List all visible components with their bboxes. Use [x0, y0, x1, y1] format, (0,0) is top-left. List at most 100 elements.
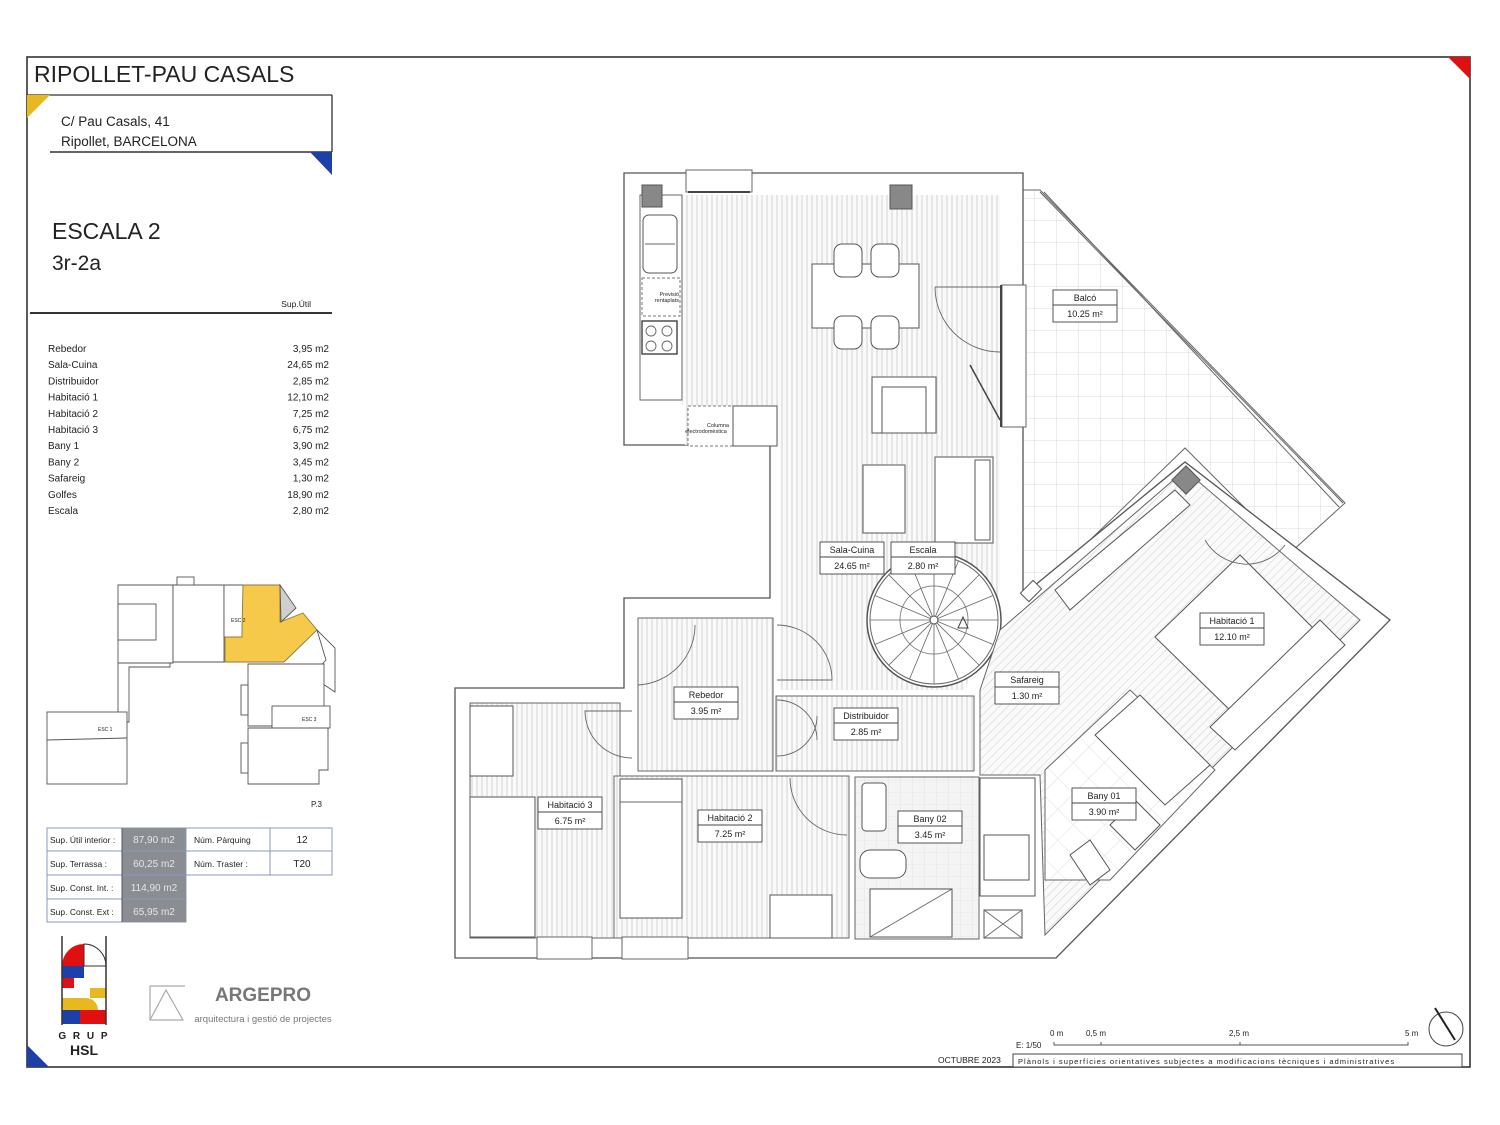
- project-title: RIPOLLET-PAU CASALS: [34, 61, 294, 87]
- bed-2-icon: [619, 778, 683, 919]
- summary-value-const-ext: 65,95 m2: [133, 907, 175, 918]
- bathroom-1-toilet-icon: [1069, 839, 1111, 886]
- dining-table-icon: [811, 243, 920, 350]
- surface-room-area: 24,65 m2: [287, 360, 329, 371]
- surface-room-area: 2,85 m2: [293, 376, 330, 387]
- dishwasher-note-2: rentaplats: [655, 298, 679, 304]
- surface-room-area: 7,25 m2: [293, 409, 330, 420]
- key-plan-esc2: ESC 2: [231, 618, 246, 624]
- north-arrow-icon: [1428, 1007, 1464, 1047]
- bathroom-2-sink-icon: [861, 782, 887, 832]
- room-label: Bany 013.90 m²: [1071, 787, 1137, 821]
- bathtub-icon: [1094, 694, 1211, 806]
- argepro-tagline: arquitectura i gestió de projectes: [194, 1014, 332, 1025]
- scale-bar: [1053, 1042, 1409, 1046]
- room-name: Habitació 3: [547, 800, 592, 810]
- stair-tread: [888, 574, 932, 618]
- floor-plan: Previsió rentaplats Columna electrodomès…: [454, 169, 1391, 960]
- stair-tread: [888, 622, 932, 666]
- surface-room-name: Golfes: [48, 490, 77, 501]
- stair-tread: [937, 621, 994, 645]
- toilet-icon: [859, 849, 907, 879]
- room-name: Habitació 2: [707, 813, 752, 823]
- surface-room-name: Habitació 2: [48, 409, 98, 420]
- room-name: Rebedor: [689, 690, 724, 700]
- unit-label: 3r-2a: [52, 252, 101, 275]
- hob-icon: [641, 320, 678, 355]
- parking-value: 12: [296, 835, 308, 846]
- room-name: Sala-Cuina: [830, 545, 875, 555]
- room-label: Sala-Cuina 24.65 m²: [819, 541, 885, 575]
- room-name: Bany 01: [1087, 791, 1120, 801]
- address-street: C/ Pau Casals, 41: [61, 114, 170, 129]
- address-city: Ripollet, BARCELONA: [61, 134, 197, 149]
- room-area: 7.25 m²: [715, 829, 746, 839]
- surface-room-name: Safareig: [48, 474, 85, 485]
- wardrobe-icon: [1054, 489, 1191, 611]
- room-area: 12.10 m²: [1214, 632, 1250, 642]
- surface-room-name: Habitació 1: [48, 393, 98, 404]
- surface-column-header: Sup.Útil: [281, 299, 311, 309]
- surface-room-area: 2,80 m2: [293, 506, 330, 517]
- surface-room-name: Habitació 3: [48, 425, 98, 436]
- room-label: Habitació 3 6.75 m²: [537, 796, 603, 830]
- summary-label-const-ext: Sup. Const. Ext :: [50, 907, 114, 917]
- key-plan-esc1: ESC 1: [98, 727, 113, 733]
- room-label: Bany 023.45 m²: [897, 810, 963, 844]
- room-area: 6.75 m²: [555, 816, 586, 826]
- corner-flag-blue: [27, 1045, 49, 1067]
- grup-hsl-logo: [61, 936, 107, 1025]
- stair-tread: [935, 623, 959, 680]
- key-plan: [46, 576, 336, 785]
- grup-hsl-text2: HSL: [70, 1042, 98, 1058]
- scale-tick-25: 2,5 m: [1229, 1029, 1249, 1038]
- surface-room-name: Rebedor: [48, 344, 87, 355]
- surface-room-area: 18,90 m2: [287, 490, 329, 501]
- footer-date: OCTUBRE 2023: [938, 1055, 1001, 1065]
- surface-room-name: Bany 2: [48, 457, 80, 468]
- parking-label: Núm. Pàrquing: [194, 835, 251, 845]
- appliance-column-note-1: Columna: [707, 423, 730, 429]
- surface-room-area: 3,45 m2: [293, 457, 330, 468]
- bed-3-icon: [469, 796, 536, 938]
- surface-room-area: 3,90 m2: [293, 441, 330, 452]
- summary-table: [46, 827, 333, 923]
- summary-value-const-int: 114,90 m2: [131, 883, 178, 894]
- room-name: Balcó: [1074, 293, 1097, 303]
- footer-disclaimer: Plànols i superfícies orientatives subje…: [1018, 1057, 1395, 1066]
- summary-label-terrassa: Sup. Terrassa :: [50, 859, 107, 869]
- dishwasher-note-1: Previsió: [659, 292, 679, 298]
- stair-tread: [874, 621, 931, 645]
- storage-value: T20: [293, 859, 311, 870]
- surface-room-name: Escala: [48, 506, 78, 517]
- room-name: Safareig: [1010, 675, 1044, 685]
- room-area: 2.85 m²: [851, 727, 882, 737]
- room-label: Habitació 1 12.10 m²: [1199, 612, 1265, 646]
- room-label: Habitació 2 7.25 m²: [697, 809, 763, 843]
- scale-tick-5: 5 m: [1405, 1029, 1419, 1038]
- summary-value-util: 87,90 m2: [133, 835, 175, 846]
- appliance-column-note-2: electrodomèstica: [685, 429, 728, 435]
- room-area: 3.45 m²: [915, 830, 946, 840]
- argepro-name: ARGEPRO: [215, 985, 311, 1006]
- scale-tick-05: 0,5 m: [1086, 1029, 1106, 1038]
- stair-tread: [909, 623, 933, 680]
- storage-label: Núm. Traster :: [194, 859, 248, 869]
- room-area: 24.65 m²: [834, 561, 870, 571]
- summary-label-const-int: Sup. Const. Int. :: [50, 883, 113, 893]
- scale-tick-0: 0 m: [1050, 1029, 1064, 1038]
- summary-label-util: Sup. Útil interior :: [50, 835, 115, 845]
- surface-room-area: 3,95 m2: [293, 344, 330, 355]
- room-name: Escala: [909, 545, 936, 555]
- stair-tread: [937, 595, 994, 619]
- stair-tread: [874, 595, 931, 619]
- sheet-frame: [26, 56, 1471, 1068]
- room-name: Habitació 1: [1209, 616, 1254, 626]
- surface-room-area: 6,75 m2: [293, 425, 330, 436]
